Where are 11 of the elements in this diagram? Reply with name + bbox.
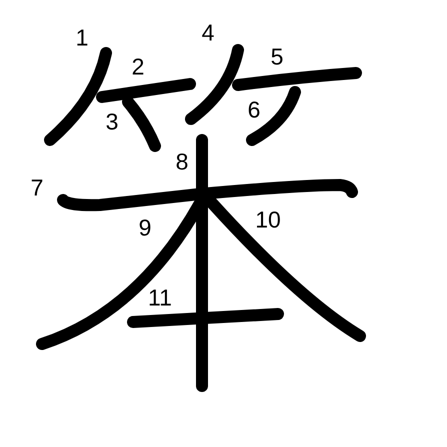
- stroke-number: 3: [106, 110, 118, 134]
- stroke-number: 10: [255, 208, 281, 232]
- stroke-number: 8: [176, 150, 188, 174]
- stroke-number: 4: [202, 22, 214, 44]
- stroke-number: 5: [270, 46, 284, 68]
- stroke-number: 11: [148, 286, 172, 310]
- stroke-number: 6: [248, 98, 260, 122]
- stroke-number: 2: [132, 56, 144, 78]
- stroke-number: 1: [76, 26, 88, 50]
- stroke-number: 7: [30, 176, 44, 200]
- stroke-number: 9: [138, 216, 152, 240]
